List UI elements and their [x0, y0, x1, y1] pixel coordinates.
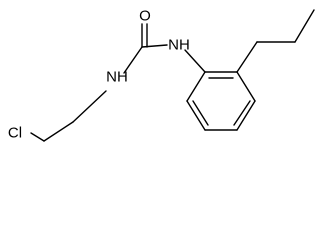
amide-nitrogen-left-label: NH: [106, 69, 128, 86]
carbonyl-oxygen-label: O: [139, 8, 151, 25]
chlorine-atom-label: Cl: [8, 125, 22, 142]
bond-carbonyl-n2: [141, 44, 168, 48]
ring-bond-c3-c4: [236, 100, 256, 131]
bond-cl-c1: [30, 132, 45, 142]
amide-nitrogen-right-label: NH: [168, 37, 190, 54]
bond-c1-c2: [43, 121, 74, 142]
bond-n2-ring: [184, 49, 206, 73]
ring-bond-c5-c6: [186, 100, 206, 131]
ring-inner-bond-right: [233, 100, 251, 126]
bond-propyl-c2-c3: [294, 9, 315, 43]
structural-formula: Cl O NH NH: [8, 8, 315, 142]
ring-bond-c2-c3: [236, 71, 256, 102]
bond-ring-propyl-c1: [236, 41, 258, 73]
ring-bond-c6-c1: [186, 71, 206, 102]
molecule-drawing: Cl O NH NH: [8, 8, 315, 142]
bond-c2-n1: [72, 90, 107, 123]
ring-inner-bond-left: [192, 100, 209, 126]
bond-n1-carbonyl: [123, 46, 143, 74]
